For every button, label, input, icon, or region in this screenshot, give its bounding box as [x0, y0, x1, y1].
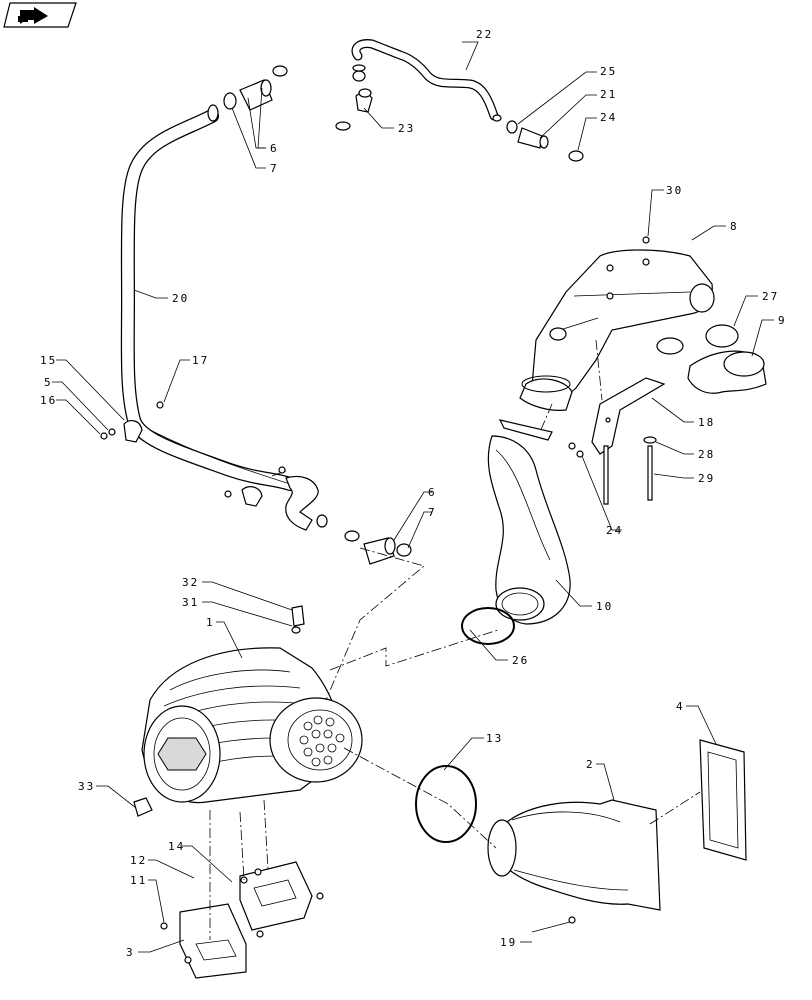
label-29: 29	[698, 472, 715, 485]
label-25: 25	[600, 65, 617, 78]
label-3: 3	[126, 946, 135, 959]
label-18: 18	[698, 416, 715, 429]
label-33: 33	[78, 780, 95, 793]
label-7a: 7	[270, 162, 279, 175]
label-2: 2	[586, 758, 595, 771]
label-19: 19	[500, 936, 517, 949]
label-31: 31	[182, 596, 199, 609]
label-30: 30	[666, 184, 683, 197]
label-8: 8	[730, 220, 739, 233]
label-6b: 6	[428, 486, 437, 499]
label-15: 15	[40, 354, 57, 367]
label-27: 27	[762, 290, 779, 303]
label-23: 23	[398, 122, 415, 135]
air-cleaner-1	[133, 605, 363, 817]
label-26: 26	[512, 654, 529, 667]
label-11: 11	[130, 874, 147, 887]
label-5: 5	[44, 376, 53, 389]
elbow-9	[687, 350, 767, 394]
vent-holes	[299, 715, 345, 767]
connector-21	[506, 120, 584, 162]
label-16: 16	[40, 394, 57, 407]
label-20: 20	[172, 292, 189, 305]
label-10: 10	[596, 600, 613, 613]
label-32: 32	[182, 576, 199, 589]
hose-2	[487, 799, 661, 911]
elbow-23	[335, 88, 373, 131]
label-6a: 6	[270, 142, 279, 155]
coupling-6-upper	[223, 65, 288, 111]
hose-22	[351, 39, 502, 122]
label-24b: 24	[606, 524, 623, 537]
label-24a: 24	[600, 111, 617, 124]
manifold-8	[519, 236, 715, 411]
label-21: 21	[600, 88, 617, 101]
label-14: 14	[168, 840, 185, 853]
label-13: 13	[486, 732, 503, 745]
label-12: 12	[130, 854, 147, 867]
label-17: 17	[192, 354, 209, 367]
tube-20	[120, 104, 328, 531]
callout-labels: 22 25 21 24 23 6 7 20 30 8 27 9 15 5 16 …	[40, 28, 787, 959]
label-1: 1	[206, 616, 215, 629]
hose-10	[487, 419, 571, 625]
label-22: 22	[476, 28, 493, 41]
bracket-3	[160, 861, 324, 979]
arrow-page-icon[interactable]	[3, 2, 77, 28]
assembly-lines	[209, 339, 701, 940]
label-28: 28	[698, 448, 715, 461]
coupling-6-lower	[344, 530, 412, 565]
leader-lines	[52, 41, 774, 953]
bracket-18	[591, 377, 666, 455]
label-9: 9	[778, 314, 787, 327]
label-4: 4	[676, 700, 685, 713]
gasket-4	[699, 739, 747, 861]
label-7b: 7	[428, 506, 437, 519]
